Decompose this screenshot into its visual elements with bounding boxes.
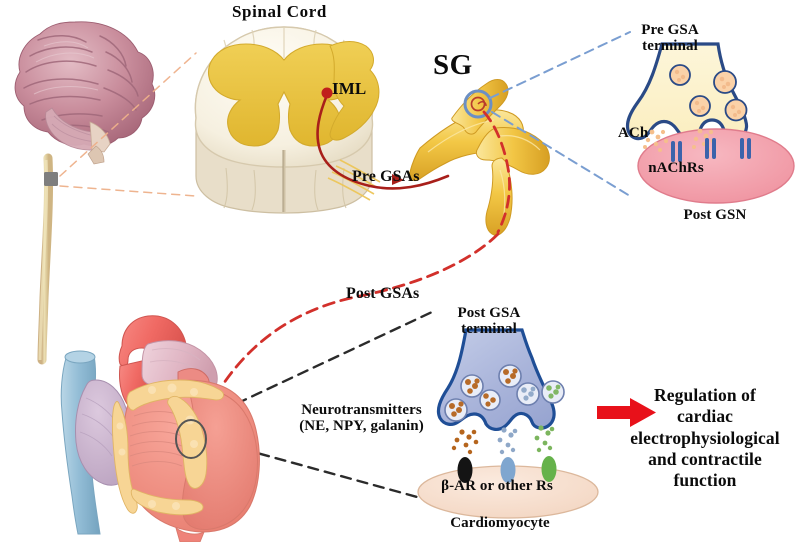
ach-vesicles <box>669 64 748 122</box>
ach-transmitter-dots <box>643 128 716 152</box>
receptor-blue <box>500 457 516 483</box>
heart-site-ring <box>175 419 207 459</box>
label-ach: ACh <box>618 125 649 141</box>
released-transmitters <box>451 425 555 455</box>
membrane-receptors <box>457 456 557 483</box>
heart-illustration <box>60 315 260 542</box>
label-nachrs: nAChRs <box>648 160 704 176</box>
label-neurotransmitters: Neurotransmitters(NE, NPY, galanin) <box>299 402 424 435</box>
label-pre-gsas: Pre GSAs <box>352 168 420 185</box>
post-gsn-membrane <box>637 128 795 204</box>
synapse-highlight-ring <box>463 89 493 119</box>
label-post-gsas: Post GSAs <box>346 285 420 302</box>
spinal-cord-cross-section <box>194 26 381 214</box>
pre-gsa-synapse <box>625 42 795 204</box>
receptor-green <box>541 456 557 482</box>
brain-illustration <box>14 21 156 165</box>
label-beta-ar: β-AR or other Rs <box>441 478 553 494</box>
epicardial-fat <box>112 379 224 516</box>
label-iml: IML <box>332 79 367 98</box>
iml-marker <box>321 87 333 99</box>
label-post-gsn: Post GSN <box>683 207 747 223</box>
preganglionic-axon <box>316 93 450 190</box>
callout-lines-cord <box>59 52 197 197</box>
label-spinal-cord: Spinal Cord <box>232 2 327 21</box>
label-sg: SG <box>433 49 473 81</box>
callout-lines-sg <box>489 31 631 197</box>
outcome-arrow <box>597 398 656 427</box>
spinal-cord-strand <box>37 153 54 365</box>
beta-ar-receptor <box>457 457 473 483</box>
label-cardiomyocyte: Cardiomyocyte <box>450 515 550 531</box>
nachr-channels <box>671 138 751 162</box>
post-gsa-synapse <box>417 328 599 519</box>
spinal-level-marker <box>44 172 58 186</box>
